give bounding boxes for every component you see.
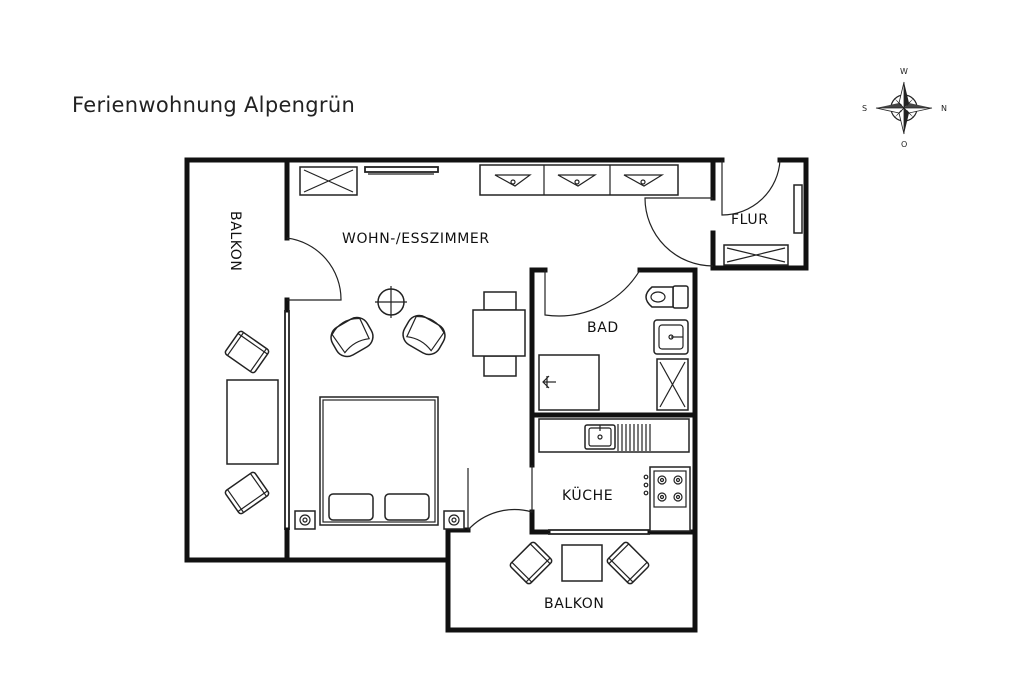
armchair-left bbox=[330, 316, 374, 358]
stove-icon bbox=[643, 466, 691, 532]
kitchen-counter bbox=[538, 418, 690, 453]
balcony-chair-bottom bbox=[224, 471, 270, 515]
room-label-kitchen: KÜCHE bbox=[562, 486, 613, 504]
room-label-balcony-left: BALKON bbox=[227, 211, 243, 272]
compass-label-right: N bbox=[941, 104, 947, 113]
hall-wardrobe bbox=[723, 244, 789, 266]
doors bbox=[286, 159, 781, 531]
room-label-balcony-bottom: BALKON bbox=[544, 596, 605, 612]
room-label-hall: FLUR bbox=[731, 212, 769, 228]
balcony-chair-bl bbox=[509, 541, 553, 585]
toilet-icon bbox=[645, 285, 689, 309]
balcony-table-bottom bbox=[561, 544, 603, 582]
double-bed bbox=[319, 396, 439, 526]
nightstand-left bbox=[294, 510, 316, 530]
hall-mirror bbox=[793, 184, 803, 234]
wall-cabinets bbox=[479, 164, 679, 196]
side-table bbox=[375, 286, 407, 318]
compass-rose-icon bbox=[875, 81, 933, 135]
room-label-living: WOHN-/ESSZIMMER bbox=[342, 231, 490, 247]
dining-table bbox=[472, 291, 526, 377]
washbasin-icon bbox=[653, 319, 689, 355]
compass-label-left: S bbox=[862, 104, 867, 113]
compass-label-bottom: O bbox=[901, 140, 907, 149]
balcony-table-left bbox=[226, 379, 279, 465]
wardrobe bbox=[299, 166, 358, 196]
armchair-right bbox=[402, 314, 446, 356]
room-label-bath: BAD bbox=[587, 320, 619, 336]
balcony-chair-br bbox=[606, 541, 650, 585]
balcony-chair-top bbox=[224, 330, 270, 374]
page-title: Ferienwohnung Alpengrün bbox=[72, 93, 355, 117]
walls bbox=[184, 157, 809, 633]
shower-icon bbox=[538, 354, 600, 411]
tv-sideboard bbox=[364, 166, 439, 175]
compass-label-top: W bbox=[900, 67, 908, 76]
nightstand-right bbox=[443, 510, 465, 530]
bath-cabinet bbox=[656, 358, 689, 411]
